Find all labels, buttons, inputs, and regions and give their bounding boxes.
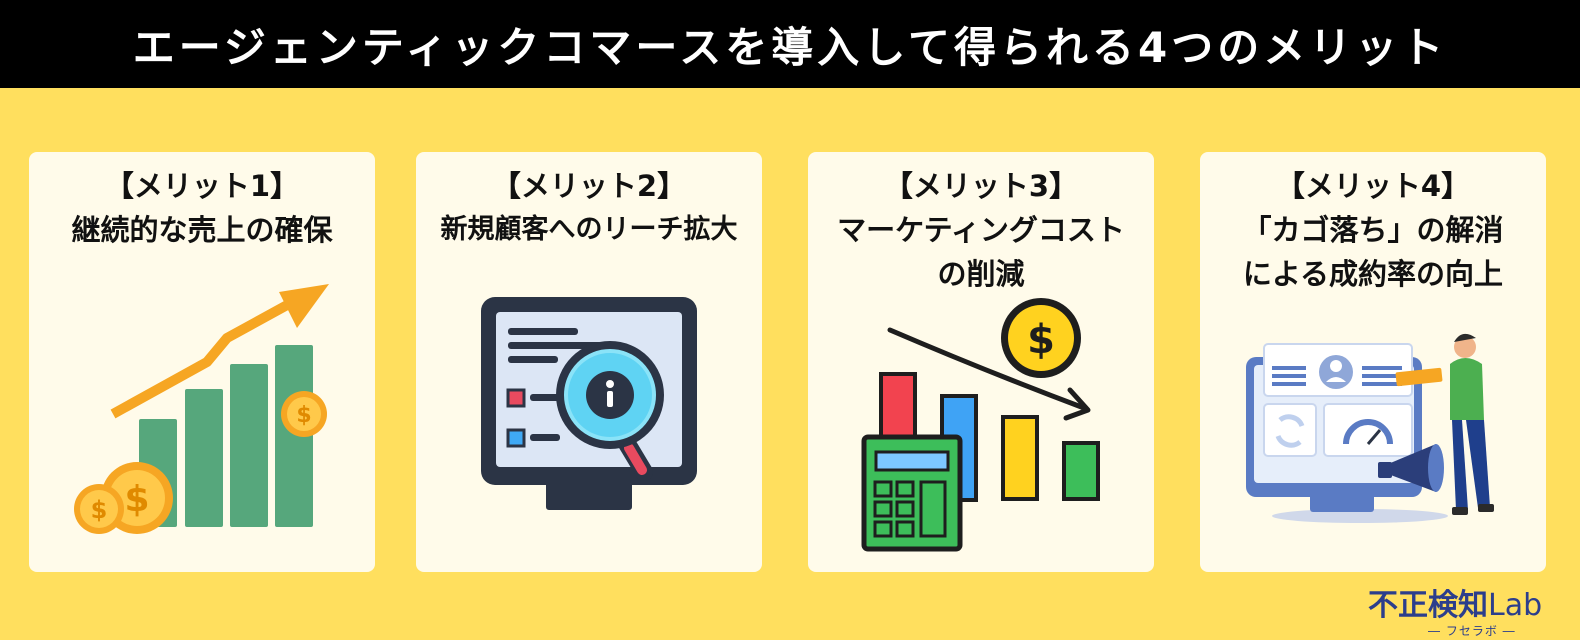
merit-card-2: 【メリット2】 新規顧客へのリーチ拡大 — [416, 152, 762, 572]
logo-subtitle: ― フセラボ ― — [1428, 624, 1516, 638]
merit-card-1-heading: 【メリット1】 — [104, 169, 300, 203]
merit-card-3-line2: の削減 — [937, 257, 1025, 291]
merit-card-4-heading: 【メリット4】 — [1275, 169, 1471, 203]
merit-card-4-line2: による成約率の向上 — [1242, 257, 1504, 291]
merit-card-1: 【メリット1】 継続的な売上の確保 $ $ $ — [29, 152, 375, 572]
merit-card-3-line1: マーケティングコスト — [837, 213, 1125, 247]
merit-card-4-title: 【メリット4】 「カゴ落ち」の解消 による成約率の向上 — [1200, 164, 1546, 296]
merit-card-2-title: 【メリット2】 新規顧客へのリーチ拡大 — [416, 164, 762, 252]
svg-text:$: $ — [91, 496, 108, 524]
merit-card-4-line1: 「カゴ落ち」の解消 — [1242, 213, 1504, 247]
dashboard-person-icon — [1246, 333, 1494, 523]
merit-card-2-line1: 新規顧客へのリーチ拡大 — [440, 214, 738, 245]
svg-text:$: $ — [296, 403, 311, 428]
merit-card-3: 【メリット3】 マーケティングコスト の削減 $ — [808, 152, 1154, 572]
merit-card-1-line1: 継続的な売上の確保 — [71, 213, 333, 247]
cost-reduction-icon: $ — [861, 298, 1100, 552]
merit-card-3-heading: 【メリット3】 — [883, 169, 1079, 203]
merit-card-4: 【メリット4】 「カゴ落ち」の解消 による成約率の向上 — [1200, 152, 1546, 572]
brand-logo: 不正検知Lab ― フセラボ ― — [1368, 588, 1578, 640]
growth-chart-icon: $ $ $ — [74, 284, 329, 534]
merit-card-1-title: 【メリット1】 継続的な売上の確保 — [29, 164, 375, 252]
monitor-magnifier-icon — [481, 297, 697, 510]
merit-card-3-title: 【メリット3】 マーケティングコスト の削減 — [808, 164, 1154, 296]
logo-lab: Lab — [1488, 588, 1543, 623]
page-title: エージェンティックコマースを導入して得られる4つのメリット — [132, 22, 1448, 72]
merit-card-2-heading: 【メリット2】 — [491, 169, 687, 203]
svg-text:$: $ — [1027, 317, 1055, 363]
logo-main: 不正検知 — [1368, 588, 1488, 623]
svg-text:$: $ — [124, 479, 149, 520]
logo-main-text: 不正検知Lab — [1368, 588, 1542, 624]
header-banner: エージェンティックコマースを導入して得られる4つのメリット — [0, 0, 1580, 88]
